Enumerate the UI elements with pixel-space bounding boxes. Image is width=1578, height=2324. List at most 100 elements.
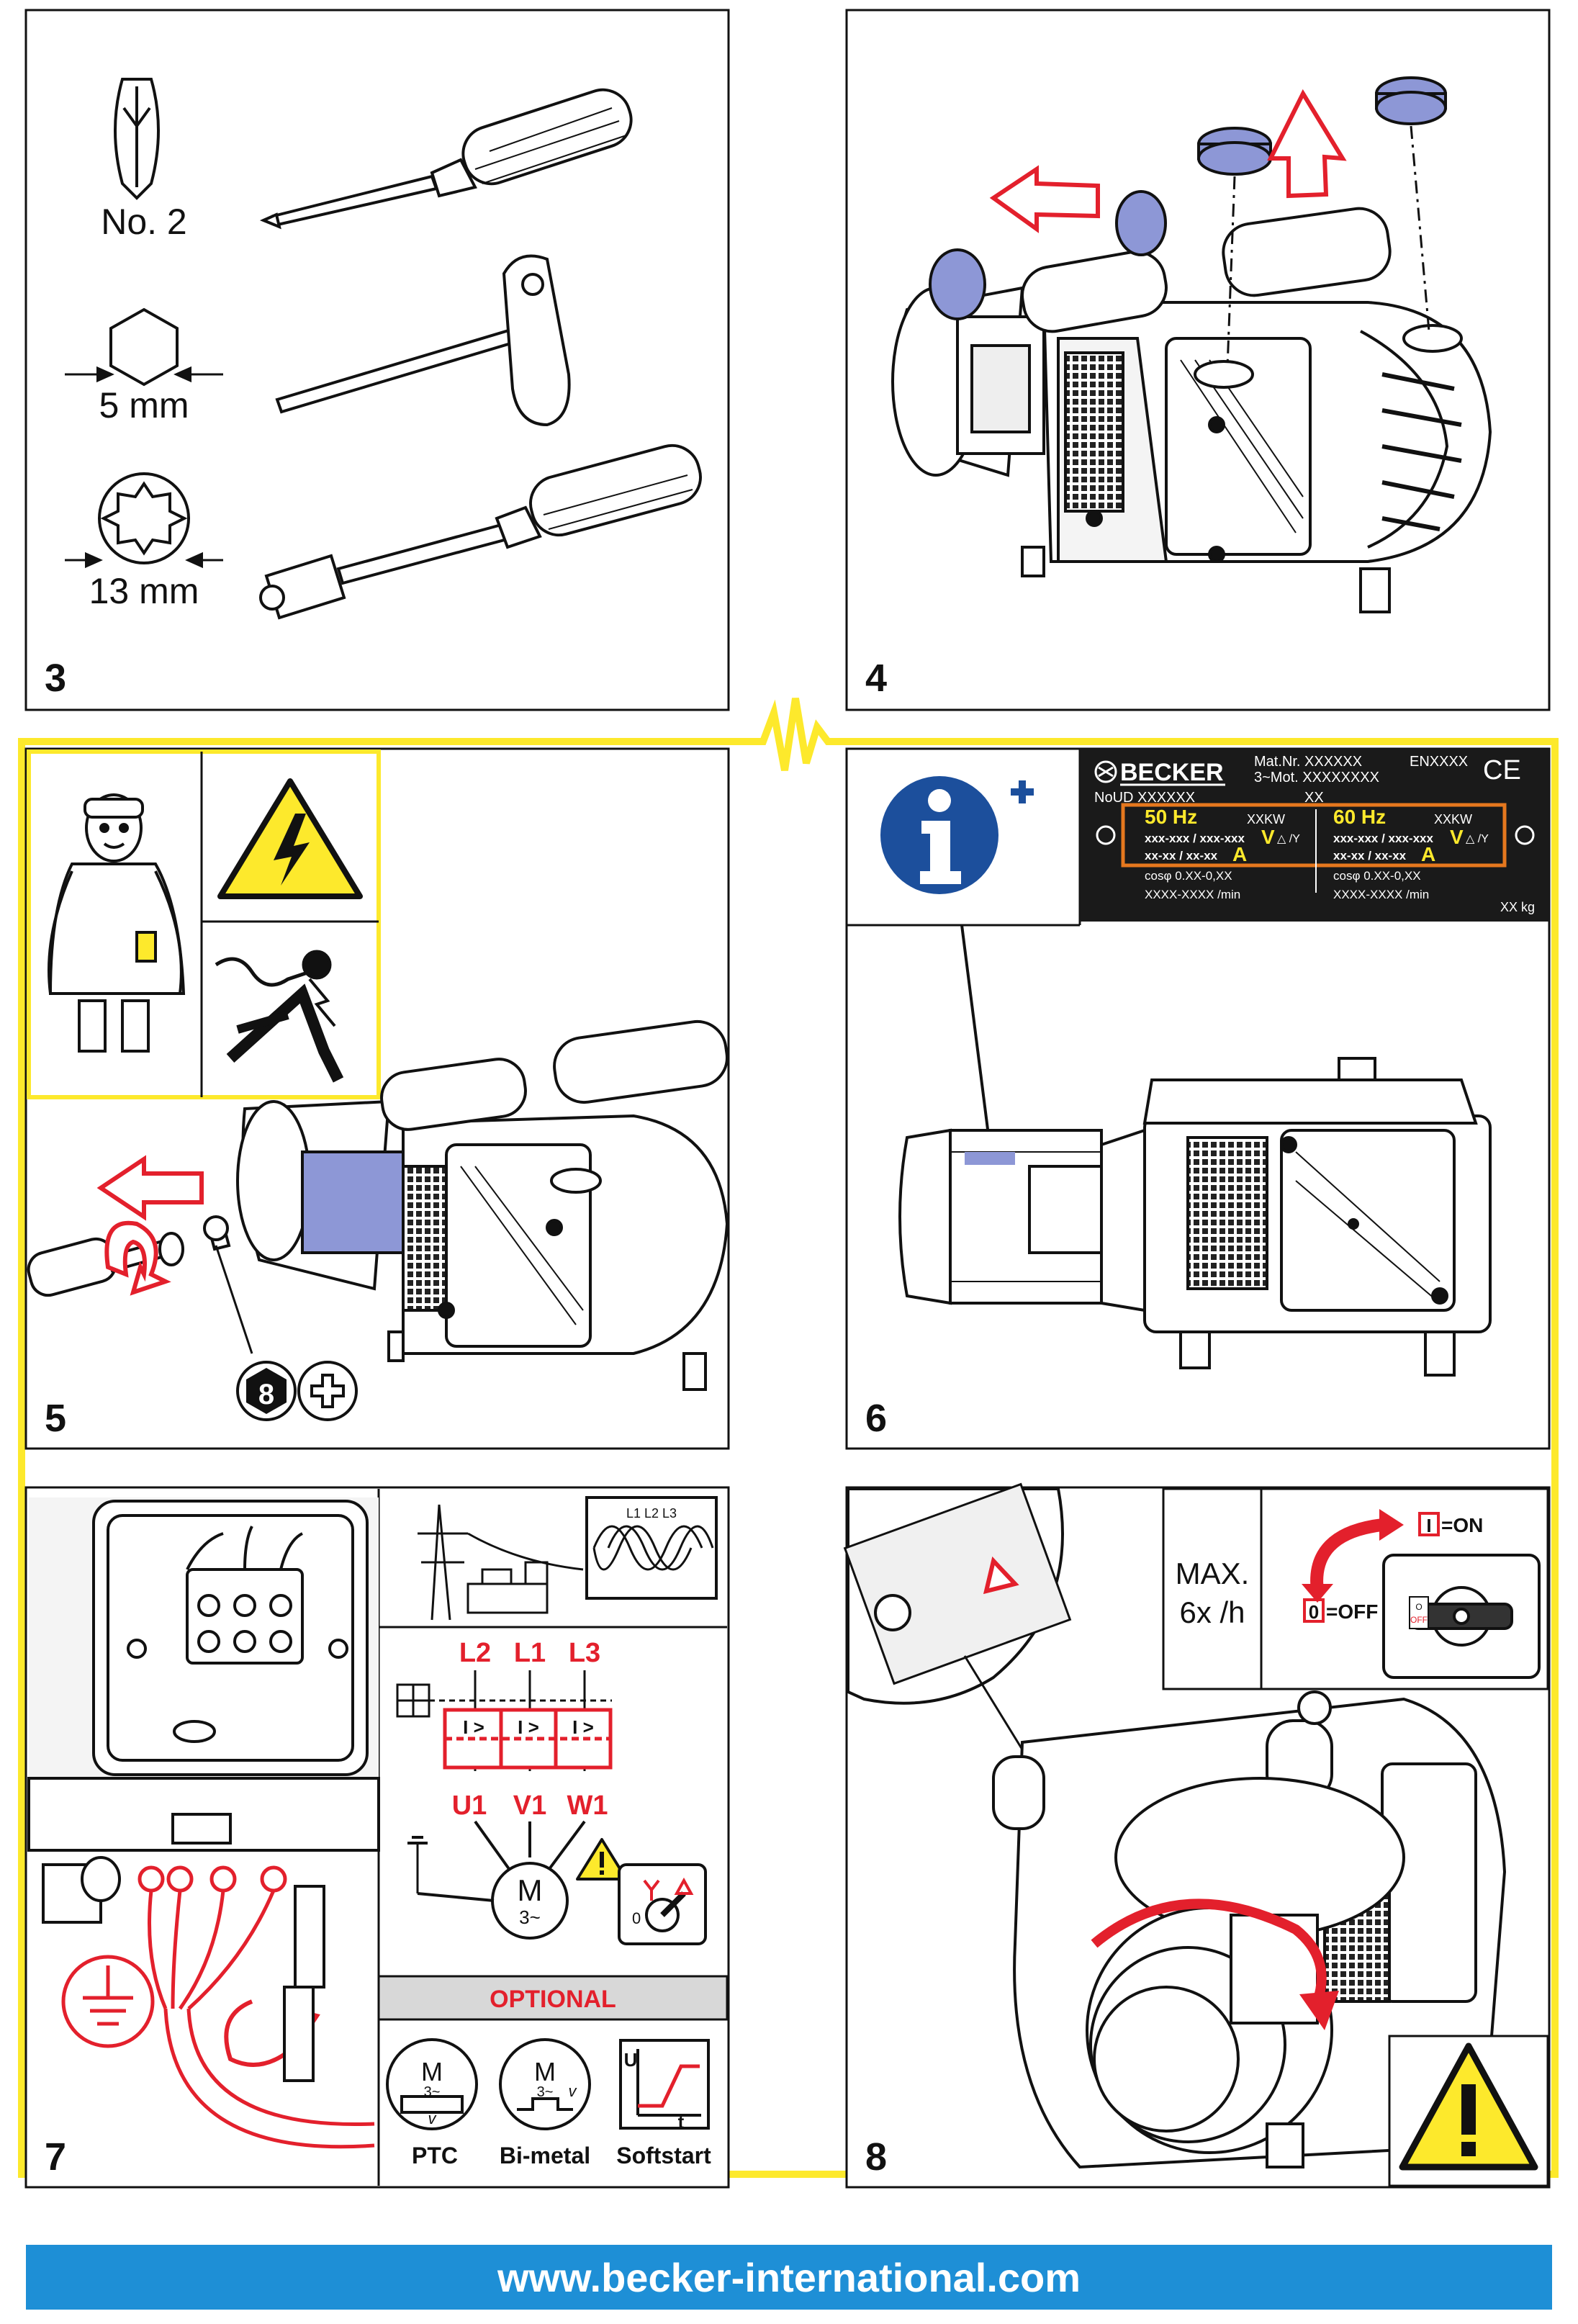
earth-ground-icon	[61, 1955, 155, 2048]
max-label: MAX.	[1176, 1557, 1250, 1590]
main-switch-icon	[1382, 1554, 1541, 1679]
overcurrent-relay-block	[443, 1708, 613, 1770]
nameplate-v-unit-50: V	[1261, 826, 1275, 848]
on-label: =ON	[1441, 1514, 1483, 1536]
panel-3-tools: No. 2 5 mm	[24, 9, 730, 711]
grid-phase-label: L1 L2 L3	[626, 1506, 677, 1521]
nameplate-v-unit-60: V	[1450, 826, 1464, 848]
switch-direction-arrow-icon	[1302, 1509, 1404, 1603]
nameplate-freq-60: 60 Hz	[1333, 806, 1386, 828]
nameplate-power-50: XXKW	[1247, 812, 1285, 827]
website-url[interactable]: www.becker-international.com	[497, 2254, 1081, 2300]
cable-connection-illustration	[42, 1856, 325, 1989]
option-label-ptc: PTC	[412, 2143, 458, 2168]
panel-number-4: 4	[865, 657, 887, 700]
blue-plug-icon	[929, 76, 1447, 320]
caution-warning-icon	[1388, 2035, 1549, 2187]
nameplate-no-ud: NoUD XXXXXX	[1094, 790, 1195, 806]
nameplate-cos-60: cosφ 0.XX-0,XX	[1333, 869, 1421, 883]
optional-banner	[377, 1975, 729, 2021]
electrical-section-border	[18, 698, 1559, 2178]
panel-number-8: 8	[865, 2135, 887, 2179]
panel-number-5: 5	[45, 1397, 66, 1440]
optional-label: OPTIONAL	[490, 1986, 616, 2013]
rotate-arrow-icon	[104, 1220, 171, 1296]
phillips-bit-icon	[114, 78, 160, 200]
information-icon	[880, 776, 1034, 894]
nameplate-conn-50: △ /Y	[1277, 833, 1300, 845]
nameplate-a-unit-50: A	[1232, 843, 1247, 865]
overcurrent-l3: I >	[572, 1716, 594, 1738]
nameplate-a-unit-60: A	[1421, 843, 1435, 865]
phase-label-l3: L3	[569, 1638, 600, 1668]
panel-number-3: 3	[45, 657, 66, 700]
hex-screw-badge-icon	[236, 1361, 297, 1421]
nameplate-current-60: xx-xx / xx-xx	[1333, 849, 1407, 863]
pump-illustration	[891, 207, 1492, 613]
option-label-bimetal: Bi-metal	[500, 2143, 590, 2168]
nameplate-weight: XX kg	[1500, 900, 1535, 914]
panel-6-nameplate: BECKER Mat.Nr. XXXXXX 3~Mot. XXXXXXXX EN…	[845, 747, 1551, 1450]
nameplate-standard: ENXXXX	[1410, 754, 1468, 770]
switch-o-text: O	[1415, 1602, 1422, 1612]
rotation-arrow-inset	[843, 1482, 1072, 1705]
bimetal-option-icon	[499, 2038, 591, 2130]
motor-phase-label: 3~	[519, 1906, 541, 1928]
power-grid-icon	[418, 1504, 584, 1621]
pump-terminal-box-illustration	[236, 1019, 729, 1391]
high-voltage-warning-icon	[217, 778, 363, 899]
t-handle-hex-key-icon	[275, 254, 571, 427]
bimetal-motor-phase: 3~	[537, 2084, 554, 2100]
nameplate-freq-50: 50 Hz	[1145, 806, 1197, 828]
ptc-motor-phase: 3~	[424, 2084, 441, 2100]
frequency-highlight-box	[1121, 803, 1507, 868]
pump-front-view-illustration	[992, 1690, 1507, 2169]
off-symbol-box	[1303, 1598, 1325, 1623]
nameplate-ce-mark: CE	[1483, 755, 1521, 785]
warning-triangle-small-icon	[576, 1838, 628, 1881]
switch-zero-label: 0	[632, 1909, 641, 1927]
callout-line	[215, 1245, 253, 1354]
terminal-label-w1: W1	[567, 1791, 608, 1821]
off-label: =OFF	[1326, 1600, 1378, 1623]
off-symbol: 0	[1309, 1601, 1319, 1623]
nameplate-xx: XX	[1304, 790, 1324, 806]
option-label-softstart: Softstart	[616, 2143, 711, 2168]
nameplate-voltage-60: xxx-xxx / xxx-xxx	[1333, 832, 1433, 845]
panel-number-7: 7	[45, 2135, 66, 2179]
pump-side-view-illustration	[898, 1057, 1492, 1377]
start-rate-label: 6x /h	[1179, 1595, 1245, 1629]
overcurrent-l2: I >	[463, 1716, 484, 1738]
terminal-label-u1: U1	[452, 1791, 487, 1821]
nameplate-rpm-60: XXXX-XXXX /min	[1333, 888, 1429, 901]
on-symbol-box	[1418, 1512, 1440, 1536]
website-footer: www.becker-international.com	[26, 2245, 1552, 2310]
bimetal-thermal-symbol: v	[569, 2082, 578, 2100]
nameplate-power-60: XXKW	[1434, 812, 1472, 827]
phase-label-l2: L2	[459, 1638, 491, 1668]
nameplate-mat-nr: Mat.Nr. XXXXXX	[1254, 754, 1362, 770]
screwdriver-size-label: No. 2	[101, 202, 187, 242]
hex-key-size-icon	[65, 307, 223, 387]
phillips-screwdriver-icon	[259, 88, 633, 230]
panel-number-6: 6	[865, 1397, 887, 1440]
socket-size-icon	[65, 472, 223, 569]
ring-terminals	[137, 1865, 375, 2149]
ptc-thermal-symbol: v	[428, 2109, 438, 2127]
socket-screwdriver-icon	[259, 443, 702, 620]
panel-4-remove-plugs: 4	[845, 9, 1551, 711]
hex-key-size-label: 5 mm	[99, 385, 189, 425]
overcurrent-l1: I >	[518, 1716, 539, 1738]
nameplate-conn-60: △ /Y	[1466, 833, 1489, 845]
panel-5-terminal-box: 8 5	[24, 747, 730, 1450]
nameplate-rpm-50: XXXX-XXXX /min	[1145, 888, 1240, 901]
motor-nameplate: BECKER Mat.Nr. XXXXXX 3~Mot. XXXXXXXX EN…	[1080, 749, 1549, 922]
terminal-label-v1: V1	[513, 1791, 546, 1821]
arrow-left-icon	[989, 165, 1100, 233]
becker-logo-icon	[1094, 760, 1117, 783]
arrow-up-icon	[1267, 89, 1347, 199]
arrow-left-icon	[96, 1155, 204, 1221]
nameplate-current-50: xx-xx / xx-xx	[1145, 849, 1218, 863]
phillips-screw-head-icon	[297, 1361, 358, 1421]
